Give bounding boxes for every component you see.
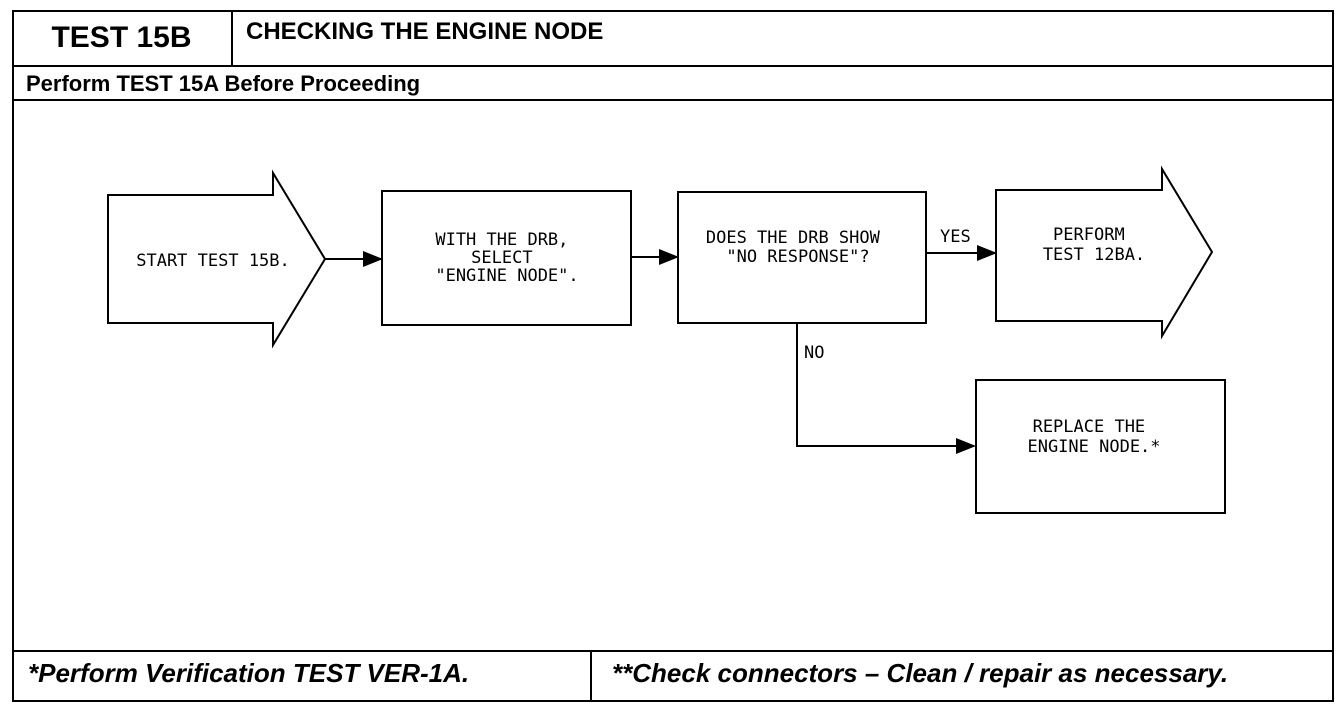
prerequisite-note: Perform TEST 15A Before Proceeding <box>26 71 421 96</box>
header-divider <box>12 65 1334 67</box>
select-text: WITH THE DRB, SELECT "ENGINE NODE". <box>435 230 578 286</box>
footer-verification-note: *Perform Verification TEST VER-1A. <box>28 658 470 688</box>
footer-connector-note: **Check connectors – Clean / repair as n… <box>612 658 1229 688</box>
perform-test-text: PERFORM TEST 12BA. <box>1043 225 1145 265</box>
page-title: CHECKING THE ENGINE NODE <box>246 18 604 45</box>
select-engine-node-box <box>381 190 632 326</box>
start-text: START TEST 15B. <box>136 251 290 271</box>
test-id-label: TEST 15B <box>51 20 192 54</box>
no-label: NO <box>804 343 824 363</box>
connector-no <box>796 323 976 454</box>
test-frame <box>12 10 1334 702</box>
footer-separator <box>590 650 592 702</box>
perform-test-arrow-shape <box>995 165 1214 340</box>
question-text: DOES THE DRB SHOW "NO RESPONSE"? <box>706 228 890 267</box>
prerequisite-divider <box>12 99 1334 101</box>
yes-label: YES <box>940 227 971 247</box>
replace-text: REPLACE THE ENGINE NODE.* <box>1027 417 1160 457</box>
start-arrow-shape <box>107 169 327 349</box>
replace-engine-node-box <box>975 379 1226 514</box>
question-box <box>677 191 927 324</box>
footer-divider <box>12 650 1334 652</box>
